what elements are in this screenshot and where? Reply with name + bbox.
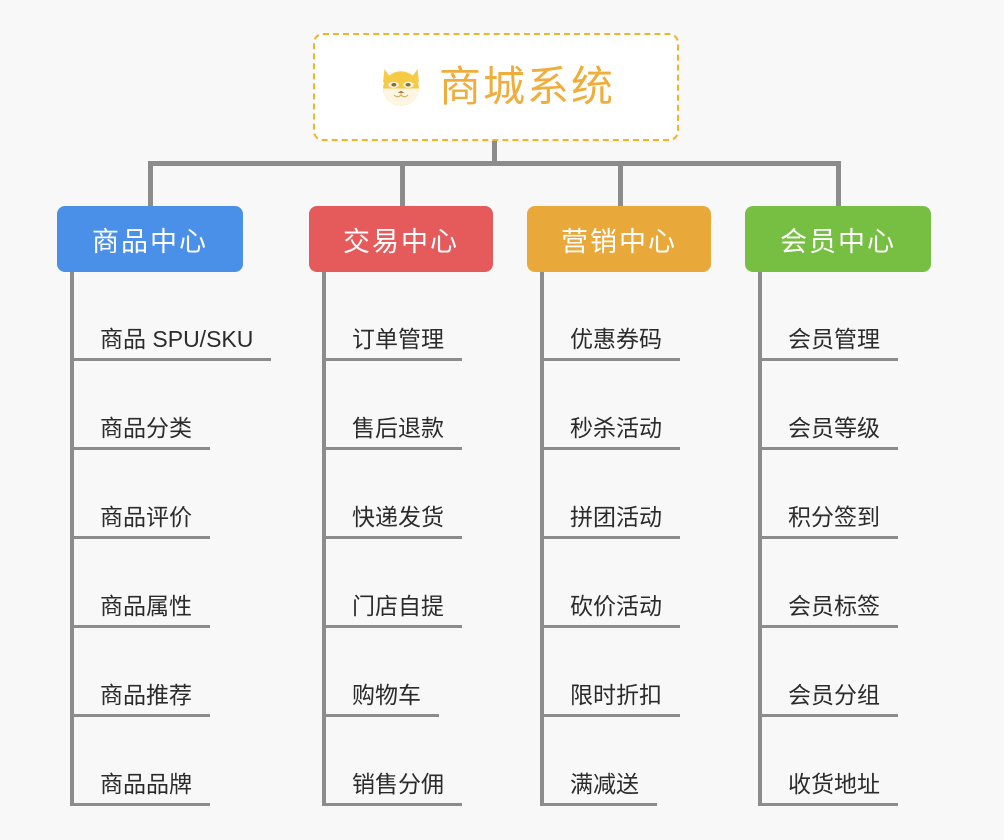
leaf-label: 拼团活动 [540, 504, 680, 539]
leaf-label: 满减送 [540, 771, 657, 806]
leaf-label: 商品属性 [70, 593, 210, 628]
leaf-item[interactable]: 商品评价 [70, 450, 243, 539]
leaf-item[interactable]: 满减送 [540, 717, 711, 806]
leaf-item[interactable]: 商品分类 [70, 361, 243, 450]
leaf-list-1: 订单管理 售后退款 快递发货 门店自提 购物车 销售分佣 [309, 272, 493, 806]
trunk-drop-0 [148, 161, 153, 208]
root-node-label: 商城系统 [438, 63, 615, 110]
leaf-item[interactable]: 销售分佣 [322, 717, 493, 806]
trunk-stem [492, 141, 497, 166]
leaf-label: 商品 SPU/SKU [70, 326, 272, 361]
leaf-item[interactable]: 会员管理 [758, 272, 931, 361]
leaf-label: 商品评价 [70, 504, 210, 539]
shiba-dog-face-icon [382, 69, 419, 106]
leaf-item[interactable]: 商品品牌 [70, 717, 243, 806]
leaf-item[interactable]: 商品 SPU/SKU [70, 272, 272, 361]
leaf-spine-1 [322, 272, 326, 806]
branch-column-1: 交易中心 订单管理 售后退款 快递发货 门店自提 购物车 销售分佣 [309, 206, 493, 806]
leaf-label: 会员管理 [758, 326, 898, 361]
leaf-item[interactable]: 购物车 [322, 628, 493, 717]
leaf-item[interactable]: 限时折扣 [540, 628, 711, 717]
branch-column-2: 营销中心 优惠券码 秒杀活动 拼团活动 砍价活动 限时折扣 满减送 [527, 206, 711, 806]
leaf-label: 限时折扣 [540, 682, 680, 717]
leaf-list-2: 优惠券码 秒杀活动 拼团活动 砍价活动 限时折扣 满减送 [527, 272, 711, 806]
leaf-label: 商品分类 [70, 415, 210, 450]
leaf-spine-0 [70, 272, 74, 806]
leaf-label: 秒杀活动 [540, 415, 680, 450]
leaf-label: 会员等级 [758, 415, 898, 450]
trunk-drop-1 [400, 161, 405, 208]
leaf-item[interactable]: 会员分组 [758, 628, 931, 717]
leaf-label: 会员分组 [758, 682, 898, 717]
trunk-drop-3 [836, 161, 841, 208]
leaf-label: 积分签到 [758, 504, 898, 539]
branch-header-1[interactable]: 交易中心 [309, 206, 493, 272]
leaf-item[interactable]: 商品属性 [70, 539, 243, 628]
leaf-item[interactable]: 订单管理 [322, 272, 493, 361]
leaf-list-3: 会员管理 会员等级 积分签到 会员标签 会员分组 收货地址 [745, 272, 931, 806]
leaf-item[interactable]: 商品推荐 [70, 628, 243, 717]
leaf-label: 优惠券码 [540, 326, 680, 361]
branch-column-0: 商品中心 商品 SPU/SKU 商品分类 商品评价 商品属性 商品推荐 商品品牌 [57, 206, 272, 806]
branch-header-2[interactable]: 营销中心 [527, 206, 711, 272]
leaf-label: 快递发货 [322, 504, 462, 539]
leaf-item[interactable]: 售后退款 [322, 361, 493, 450]
leaf-item[interactable]: 秒杀活动 [540, 361, 711, 450]
leaf-item[interactable]: 收货地址 [758, 717, 931, 806]
leaf-label: 订单管理 [322, 326, 462, 361]
leaf-label: 商品推荐 [70, 682, 210, 717]
leaf-item[interactable]: 会员等级 [758, 361, 931, 450]
branch-header-0[interactable]: 商品中心 [57, 206, 243, 272]
leaf-item[interactable]: 积分签到 [758, 450, 931, 539]
leaf-item[interactable]: 门店自提 [322, 539, 493, 628]
leaf-list-0: 商品 SPU/SKU 商品分类 商品评价 商品属性 商品推荐 商品品牌 [57, 272, 272, 806]
leaf-label: 购物车 [322, 682, 439, 717]
branch-header-3[interactable]: 会员中心 [745, 206, 931, 272]
leaf-label: 会员标签 [758, 593, 898, 628]
leaf-label: 商品品牌 [70, 771, 210, 806]
branch-column-3: 会员中心 会员管理 会员等级 积分签到 会员标签 会员分组 收货地址 [745, 206, 931, 806]
root-node[interactable]: 商城系统 [313, 33, 679, 141]
leaf-label: 售后退款 [322, 415, 462, 450]
leaf-label: 砍价活动 [540, 593, 680, 628]
leaf-item[interactable]: 优惠券码 [540, 272, 711, 361]
leaf-item[interactable]: 砍价活动 [540, 539, 711, 628]
leaf-spine-2 [540, 272, 544, 806]
leaf-label: 收货地址 [758, 771, 898, 806]
leaf-item[interactable]: 快递发货 [322, 450, 493, 539]
leaf-item[interactable]: 会员标签 [758, 539, 931, 628]
leaf-item[interactable]: 拼团活动 [540, 450, 711, 539]
trunk-drop-2 [618, 161, 623, 208]
leaf-spine-3 [758, 272, 762, 806]
leaf-label: 门店自提 [322, 593, 462, 628]
trunk-bar [148, 161, 841, 166]
leaf-label: 销售分佣 [322, 771, 462, 806]
